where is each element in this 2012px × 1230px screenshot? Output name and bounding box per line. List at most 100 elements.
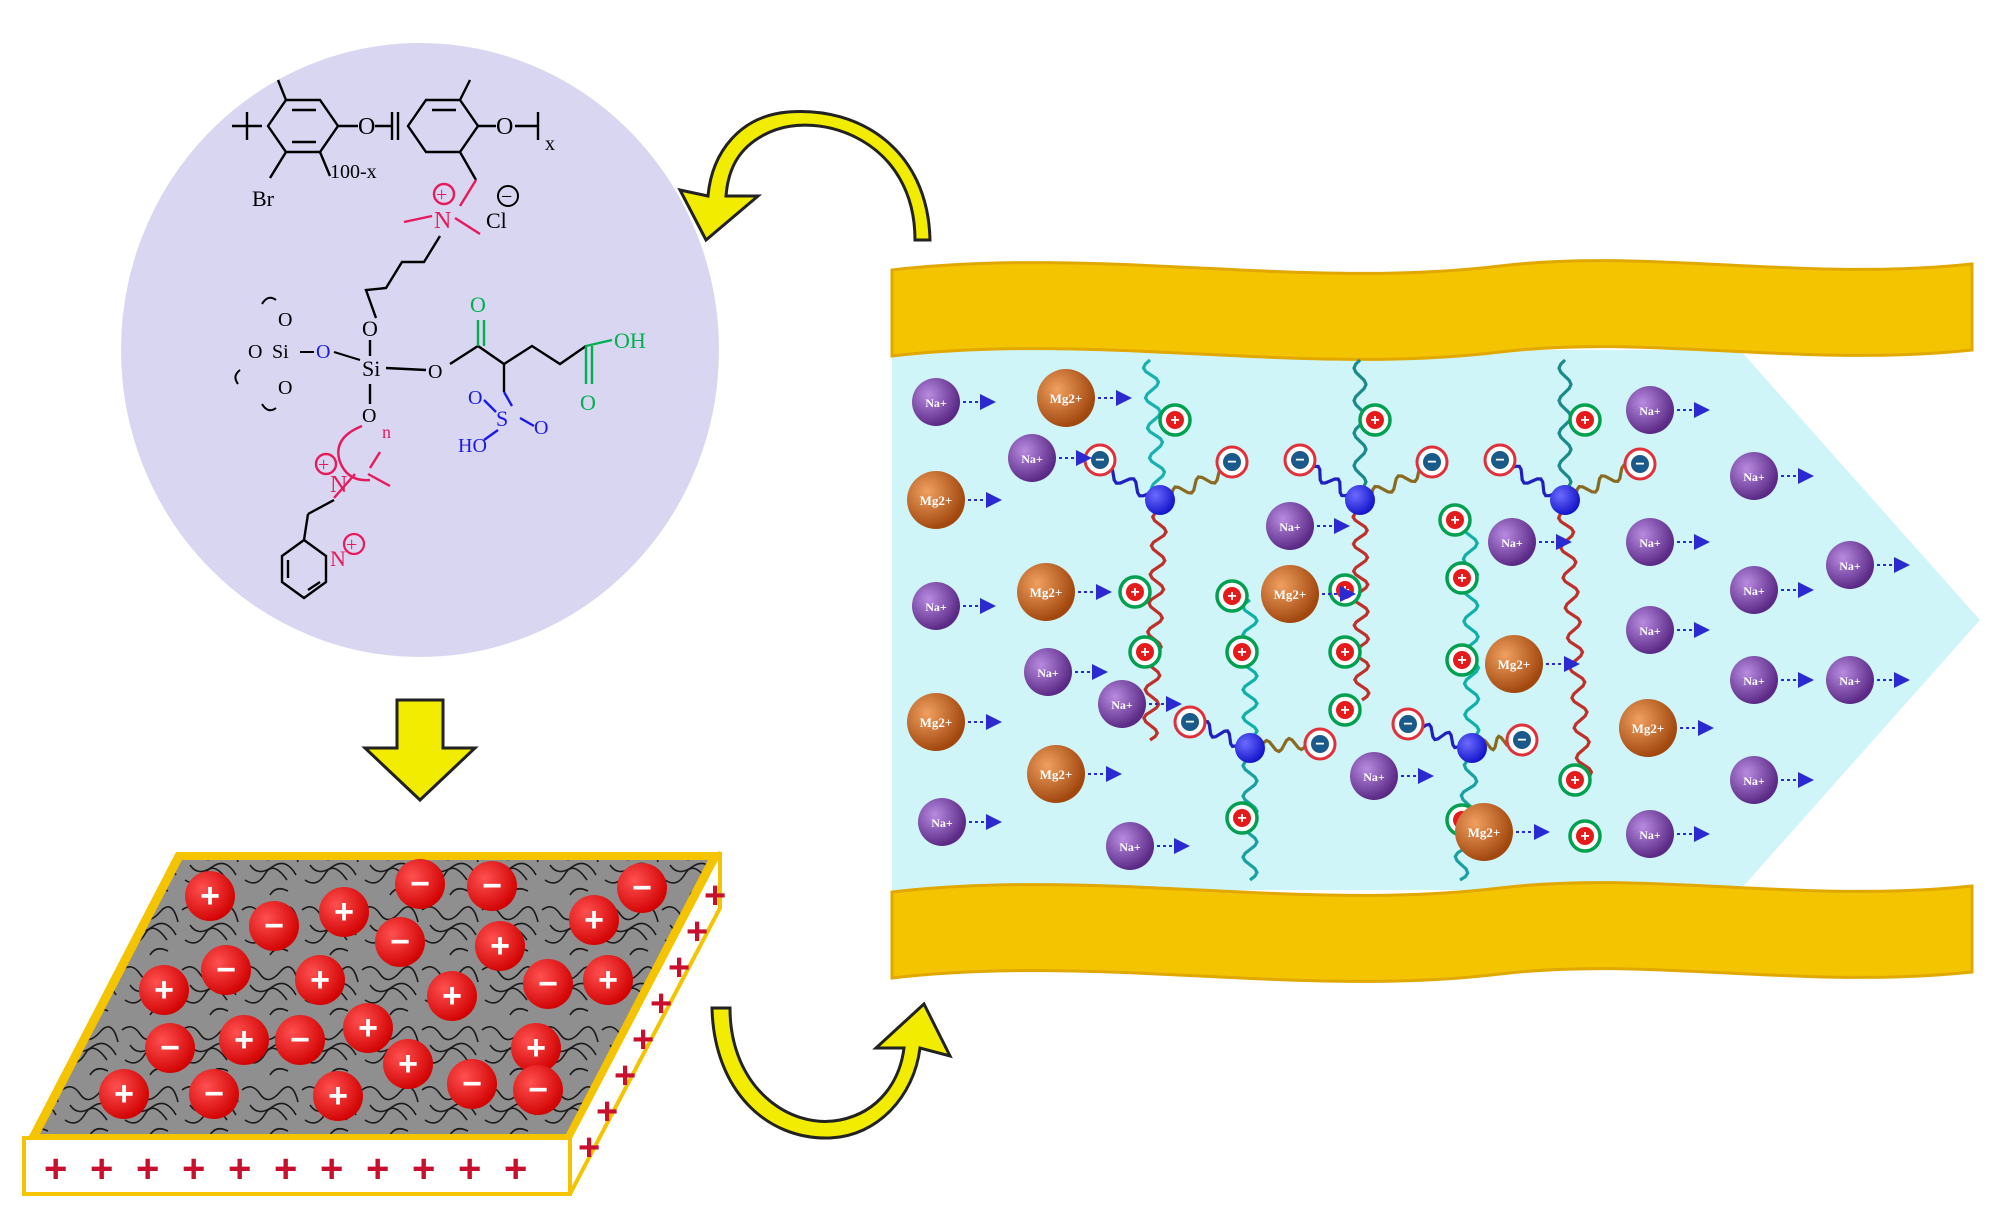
quaternary-ammonium (403, 179, 481, 236)
chemical-structure-panel: O O Br 100-x x + N Cl − O Si O Si O O O (119, 41, 721, 659)
sodium-ion: Na+ (1626, 810, 1710, 858)
chloride-minus-circle (497, 185, 519, 207)
fixed-negative-charge: − (1215, 445, 1249, 479)
pyridinium-n-label: N (330, 546, 346, 571)
ion-label: Na+ (931, 816, 953, 830)
slab-plus-sign: + (366, 1147, 389, 1191)
ion-label: Mg2+ (1030, 585, 1063, 600)
fixed-negative-charge: − (1303, 727, 1337, 761)
svg-text:−: − (1403, 716, 1412, 733)
spacer-n-label: n (382, 422, 391, 442)
slab-negative-charge: − (201, 945, 251, 995)
fixed-negative-charge: − (1415, 445, 1449, 479)
sodium-ion: Na+ (1098, 680, 1182, 728)
svg-text:+: + (1340, 644, 1349, 661)
slab-plus-sign: + (320, 1147, 343, 1191)
slab-side-plus-sign: + (650, 983, 672, 1025)
svg-text:+: + (1227, 588, 1236, 605)
magnesium-ion: Mg2+ (1037, 369, 1132, 427)
slab-positive-charge: + (295, 955, 345, 1005)
ion-label: Mg2+ (1040, 767, 1073, 782)
slab-positive-charge: + (319, 887, 369, 937)
slab-plus-sign: + (90, 1147, 113, 1191)
ion-label: Na+ (1119, 840, 1141, 854)
sodium-ion: Na+ (912, 378, 996, 426)
cationic-chain (1241, 598, 1259, 740)
svg-text:−: − (528, 1071, 548, 1109)
ion-label: Mg2+ (920, 715, 953, 730)
slab-side-plus-sign: + (578, 1127, 600, 1169)
crosslink-chain (1142, 508, 1168, 742)
slab-negative-charge: − (249, 901, 299, 951)
carbonyl-oxygen-2: O (580, 390, 596, 415)
svg-text:+: + (154, 971, 174, 1009)
membrane-slab: +++++++++++ ++++++++ +−−−−++−+−+++−++−−+… (22, 851, 726, 1196)
fixed-positive-charge: + (1328, 693, 1362, 727)
ion-layer: Na+Na+Na+Na+Na+Na+Na+Na+Na+Na+Na+Na+Na+N… (907, 369, 1910, 870)
sodium-ion: Na+ (1024, 648, 1108, 696)
sodium-ion: Na+ (1826, 656, 1910, 704)
fixed-negative-charge: − (1623, 447, 1657, 481)
ester-arm (385, 320, 613, 392)
fixed-positive-charge: + (1445, 643, 1479, 677)
slab-positive-charge: + (583, 955, 633, 1005)
ion-label: Na+ (1839, 559, 1861, 573)
svg-text:−: − (204, 1075, 224, 1113)
crosslink-node (1345, 485, 1375, 515)
crosslink-node (1457, 733, 1487, 763)
repeat-b-label: x (545, 133, 555, 155)
ion-label: Mg2+ (1632, 721, 1665, 736)
svg-text:+: + (490, 927, 510, 965)
ion-label: Na+ (1037, 666, 1059, 680)
fixed-positive-charge: + (1118, 575, 1152, 609)
svg-text:−: − (264, 907, 284, 945)
propyl-chain (364, 235, 442, 319)
oxygen-label-8: O (362, 405, 376, 427)
svg-text:+: + (114, 1075, 134, 1113)
magnesium-ion: Mg2+ (1261, 565, 1356, 623)
acid-oh-label: OH (614, 328, 646, 353)
fixed-positive-charge: + (1225, 801, 1259, 835)
svg-text:−: − (1295, 452, 1304, 469)
sulfonyl-oxygen-2: O (534, 417, 548, 439)
sodium-ion: Na+ (918, 798, 1002, 846)
svg-text:+: + (1570, 772, 1579, 789)
slab-negative-charge: − (145, 1023, 195, 1073)
slab-positive-charge: + (343, 1003, 393, 1053)
fixed-positive-charge: + (1558, 763, 1592, 797)
magnesium-ion: Mg2+ (1485, 635, 1580, 693)
svg-text:−: − (1427, 454, 1436, 471)
slab-side-plus-sign: + (668, 947, 690, 989)
magnesium-ion: Mg2+ (1027, 745, 1122, 803)
svg-text:+: + (1580, 412, 1589, 429)
fixed-positive-charge: + (1445, 561, 1479, 595)
magnesium-ion: Mg2+ (1455, 803, 1550, 861)
polymer-chains (1088, 358, 1633, 882)
sulfonyl-oxygen-1: O (468, 387, 482, 409)
crosslink-node (1235, 733, 1265, 763)
slab-positive-charge: + (99, 1069, 149, 1119)
cationic-chain (1461, 518, 1481, 740)
svg-text:−: − (1495, 452, 1504, 469)
fixed-positive-charge: + (1225, 635, 1259, 669)
fixed-positive-charge: + (1568, 403, 1602, 437)
svg-text:−: − (390, 923, 410, 961)
slab-negative-charge: − (189, 1069, 239, 1119)
svg-text:−: − (216, 951, 236, 989)
sodium-ion: Na+ (1106, 822, 1190, 870)
ion-label: Mg2+ (1468, 825, 1501, 840)
slab-negative-charge: − (447, 1059, 497, 1109)
sodium-ion: Na+ (1626, 606, 1710, 654)
ion-label: Na+ (1021, 452, 1043, 466)
svg-text:+: + (1237, 644, 1246, 661)
curved-arrow-bottom (710, 1001, 953, 1140)
crosslink-node (1145, 485, 1175, 515)
svg-text:−: − (290, 1021, 310, 1059)
svg-text:−: − (410, 865, 430, 903)
fixed-positive-charge: + (1568, 819, 1602, 853)
curved-arrow-top (677, 109, 932, 243)
sodium-ion: Na+ (1626, 386, 1710, 434)
slab-side-plus-sign: + (704, 875, 726, 917)
fixed-negative-charge: − (1083, 443, 1117, 477)
ion-label: Na+ (1743, 774, 1765, 788)
